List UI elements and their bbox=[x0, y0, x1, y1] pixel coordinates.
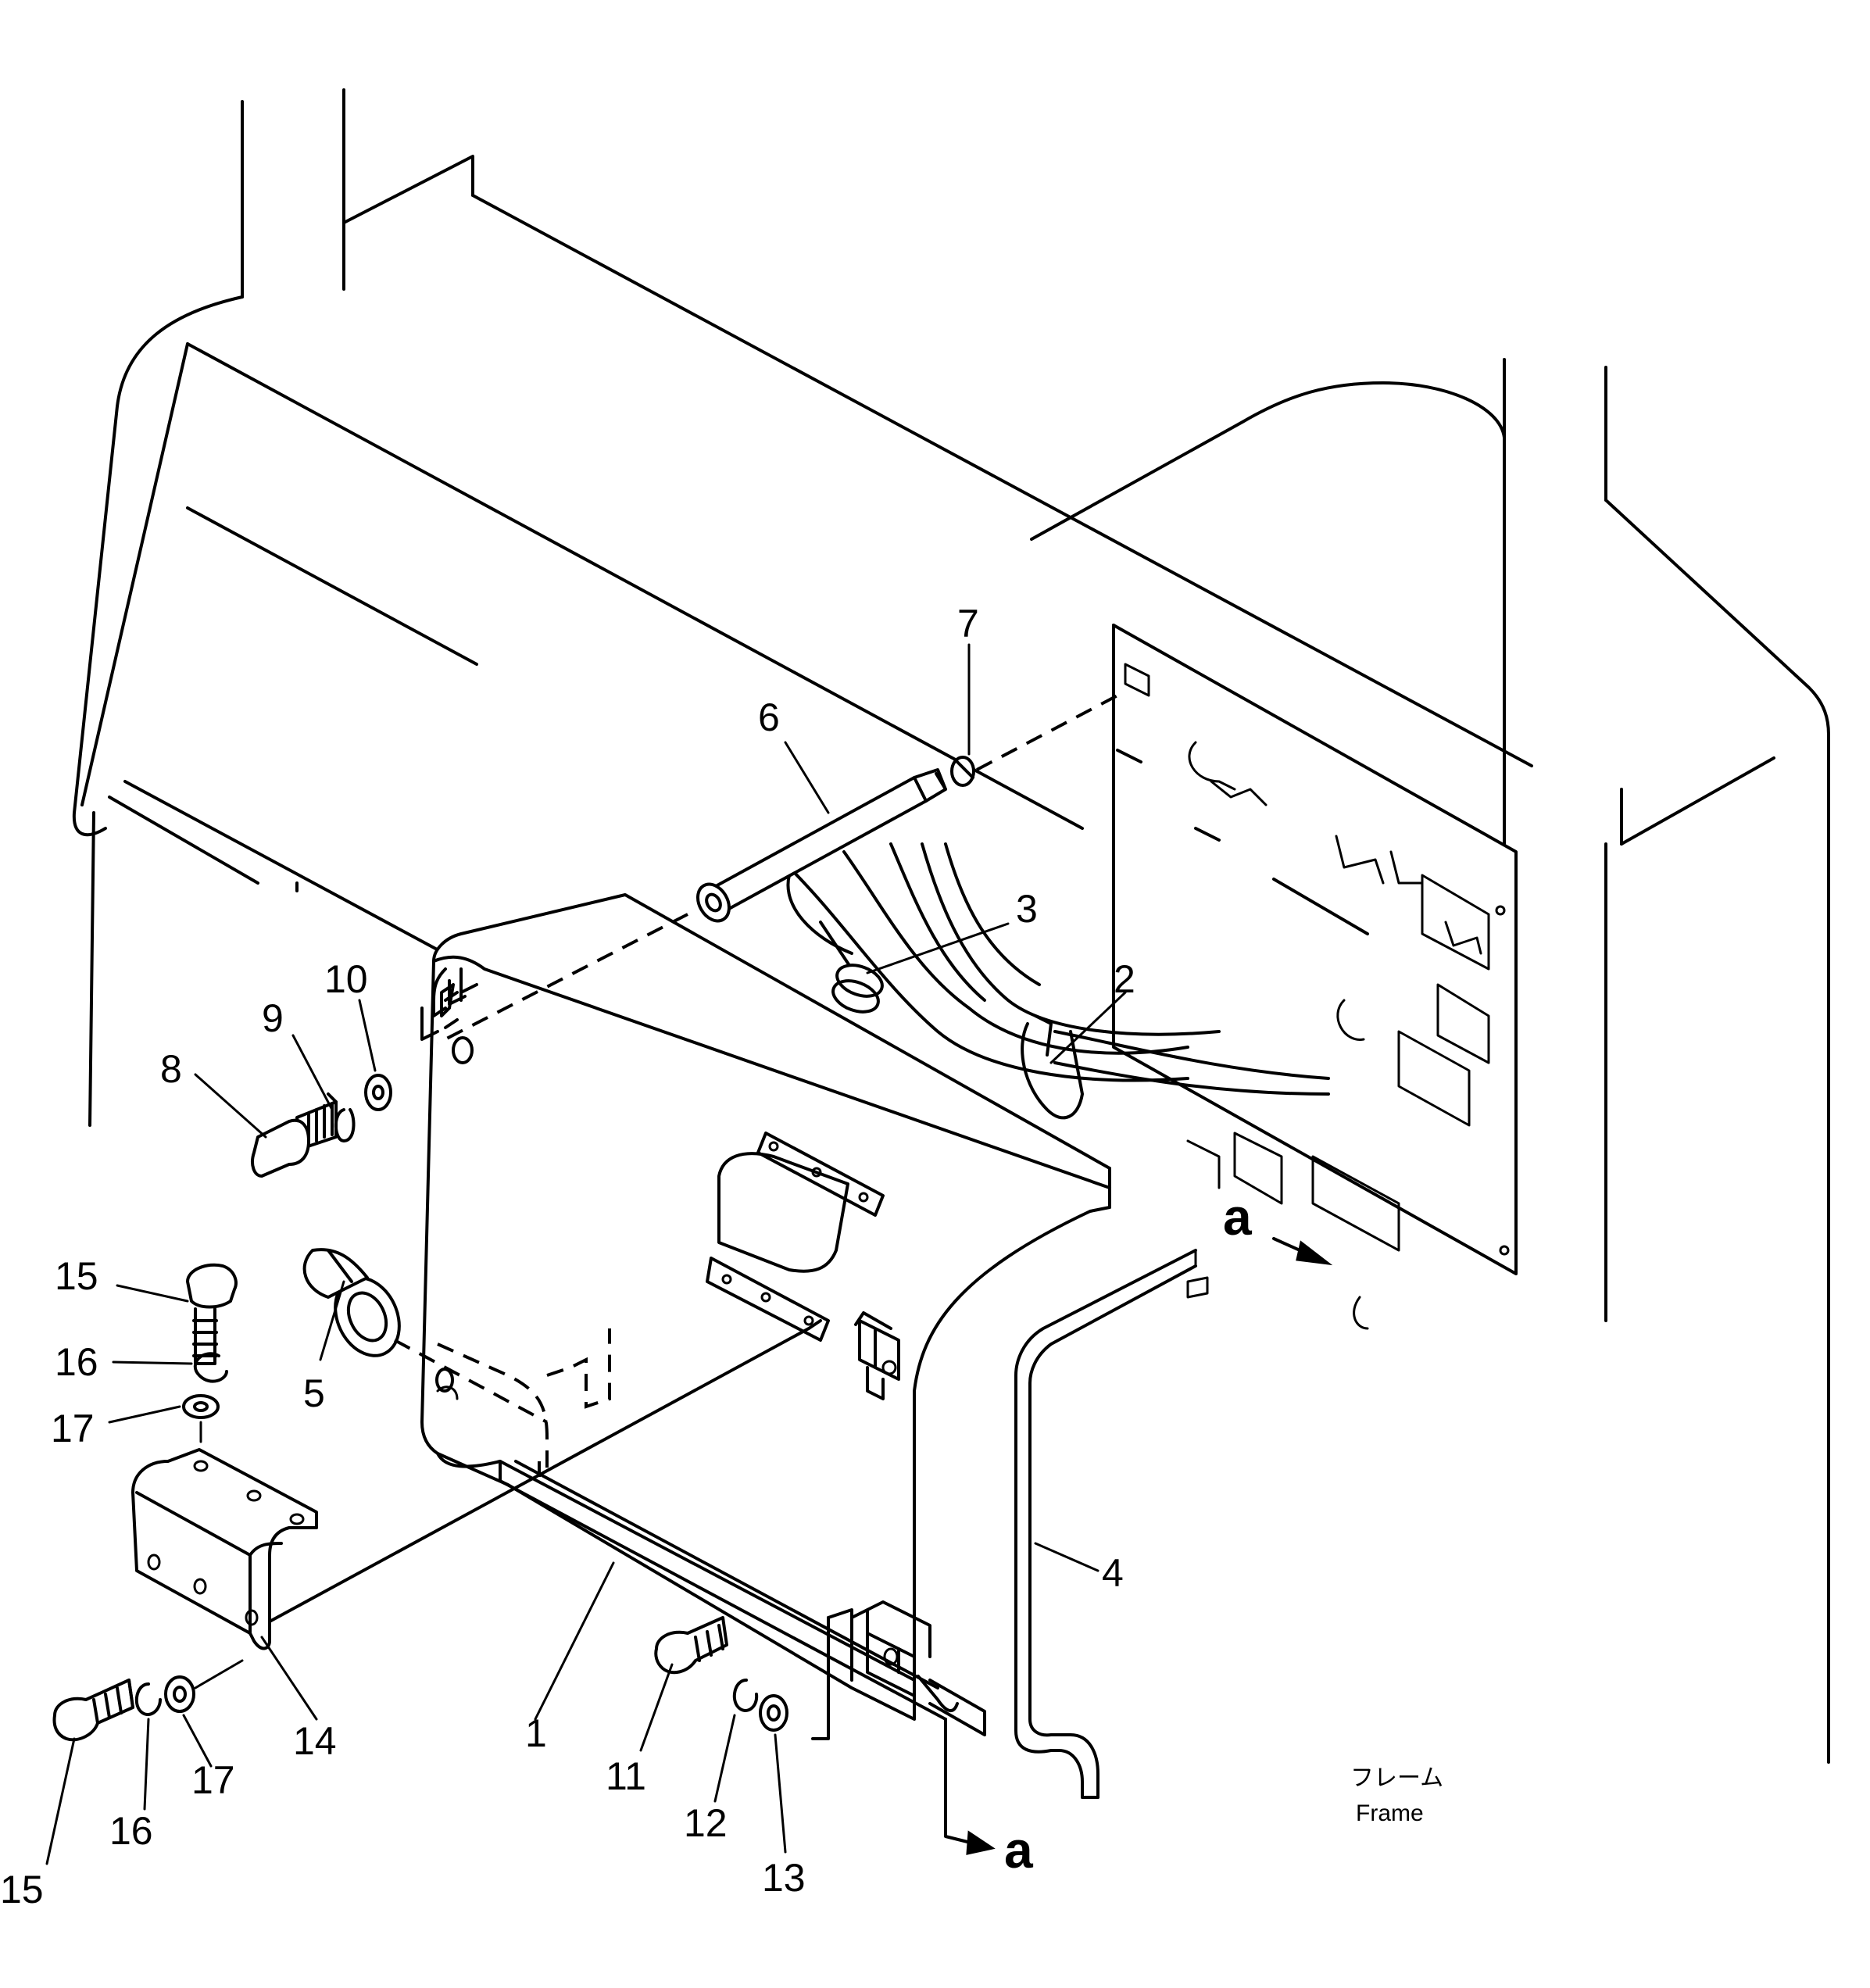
callout-9: 9 bbox=[262, 996, 284, 1040]
leader-lines bbox=[45, 643, 1333, 1865]
callout-1: 1 bbox=[525, 1711, 547, 1755]
washer-13 bbox=[759, 1694, 788, 1732]
tie-2 bbox=[1021, 1014, 1084, 1120]
cover-1 bbox=[420, 893, 1111, 1721]
callout-12: 12 bbox=[684, 1801, 728, 1845]
callout-16-top: 16 bbox=[55, 1340, 98, 1384]
washer-12 bbox=[732, 1679, 759, 1712]
frame-label-jp: フレーム bbox=[1350, 1765, 1443, 1791]
callout-14: 14 bbox=[293, 1719, 337, 1763]
callout-8: 8 bbox=[160, 1047, 182, 1091]
bolt-15-top bbox=[186, 1263, 238, 1365]
callout-16-bottom: 16 bbox=[109, 1809, 153, 1853]
callout-15-top: 15 bbox=[55, 1254, 98, 1298]
view-marker-a-bottom: a bbox=[1004, 1821, 1034, 1879]
hose-4 bbox=[1014, 1249, 1209, 1799]
frame-outline bbox=[72, 88, 1830, 1764]
callout-15-bottom: 15 bbox=[0, 1868, 44, 1911]
washer-16-top bbox=[193, 1352, 228, 1383]
callout-17-top: 17 bbox=[51, 1407, 95, 1450]
callout-10: 10 bbox=[324, 957, 368, 1001]
relay-panel bbox=[1112, 624, 1518, 1330]
bolt-15-bottom bbox=[52, 1679, 134, 1742]
callout-17-bottom: 17 bbox=[191, 1758, 235, 1802]
callout-4: 4 bbox=[1102, 1551, 1124, 1595]
callout-11: 11 bbox=[606, 1754, 646, 1798]
washer-17-top bbox=[182, 1394, 220, 1443]
lower-clip bbox=[811, 1600, 986, 1740]
washer-17-bottom bbox=[164, 1659, 244, 1713]
callout-7: 7 bbox=[957, 602, 979, 645]
callout-5: 5 bbox=[303, 1371, 325, 1415]
bolt-8 bbox=[251, 1092, 338, 1178]
callout-labels: 1 2 3 4 5 6 7 8 9 10 11 12 13 14 15 15 1… bbox=[0, 602, 1443, 1911]
washer-10 bbox=[364, 1074, 392, 1111]
callout-2: 2 bbox=[1114, 957, 1135, 1001]
bolt-11 bbox=[654, 1616, 728, 1675]
bracket-14 bbox=[131, 1319, 822, 1650]
callout-3: 3 bbox=[1016, 887, 1038, 931]
spacer-6 bbox=[437, 694, 1118, 1045]
view-marker-a-top: a bbox=[1223, 1188, 1253, 1246]
grommet-5 bbox=[302, 1248, 548, 1424]
washer-16-bottom bbox=[134, 1682, 162, 1716]
callout-13: 13 bbox=[762, 1856, 806, 1900]
callout-6: 6 bbox=[758, 695, 780, 739]
frame-label-en: Frame bbox=[1356, 1800, 1424, 1826]
wire-harness bbox=[786, 842, 1330, 1096]
washer-9 bbox=[334, 1108, 356, 1142]
clamp-3 bbox=[831, 964, 884, 1014]
